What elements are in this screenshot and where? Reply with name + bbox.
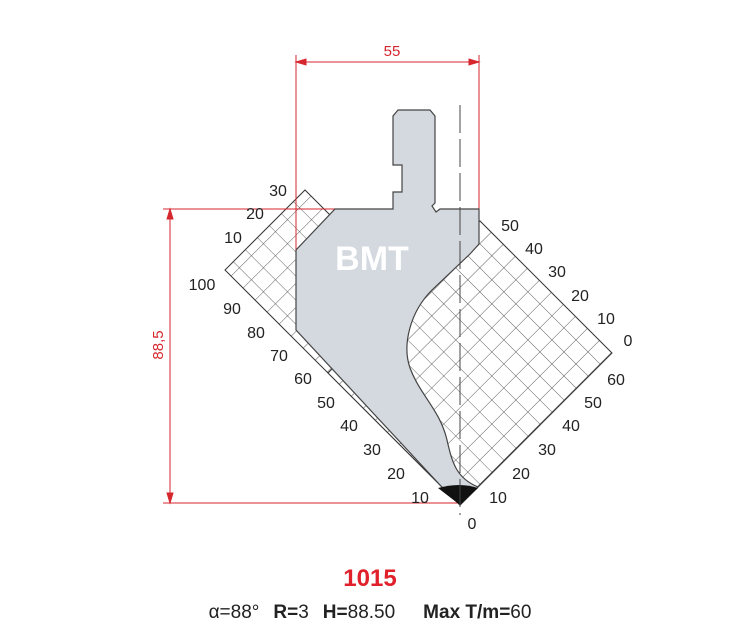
radius-value: 3 xyxy=(298,602,309,623)
scale-label: 0 xyxy=(624,333,633,350)
max-load-label: Max T/m= xyxy=(423,602,511,623)
max-load-value: 60 xyxy=(510,602,532,623)
height-label: 88,5 xyxy=(150,330,167,359)
tool-code: 1015 xyxy=(343,565,397,592)
scale-label: 40 xyxy=(525,241,543,258)
right-grid-side-scale: 0 10 20 30 40 50 60 xyxy=(468,372,625,533)
scale-label: 30 xyxy=(538,442,556,459)
scale-label: 20 xyxy=(387,466,405,483)
scale-label: 70 xyxy=(270,348,288,365)
tool-specs: α=88° R=3 H=88.50 Max T/m=60 xyxy=(0,602,740,624)
scale-label: 100 xyxy=(189,277,216,294)
brand-label: BMT xyxy=(335,240,409,278)
scale-label: 10 xyxy=(411,490,429,507)
scale-label: 60 xyxy=(607,372,625,389)
scale-label: 40 xyxy=(562,418,580,435)
scale-label: 50 xyxy=(317,395,335,412)
punch-tool-body xyxy=(295,109,480,506)
height-spec-label: H= xyxy=(322,602,348,623)
height-dimension xyxy=(163,207,460,505)
scale-label: 60 xyxy=(294,371,312,388)
scale-label: 10 xyxy=(597,311,615,328)
left-grid-top-scale: 10 20 30 xyxy=(224,183,287,247)
angle-value: 88° xyxy=(230,602,260,623)
right-grid-top-scale: 0 10 20 30 40 50 xyxy=(501,218,632,350)
scale-label: 30 xyxy=(363,442,381,459)
scale-label: 50 xyxy=(501,218,519,235)
scale-label: 20 xyxy=(571,288,589,305)
width-label: 55 xyxy=(384,43,401,60)
scale-label: 30 xyxy=(269,183,287,200)
scale-label: 10 xyxy=(224,230,242,247)
scale-label: 0 xyxy=(468,516,477,533)
angle-label: α= xyxy=(208,602,231,623)
tool-tip xyxy=(438,485,478,505)
scale-label: 40 xyxy=(340,418,358,435)
height-spec-value: 88.50 xyxy=(347,602,396,623)
scale-label: 30 xyxy=(548,264,566,281)
scale-label: 20 xyxy=(512,466,530,483)
scale-label: 20 xyxy=(246,206,264,223)
scale-label: 80 xyxy=(247,325,265,342)
radius-label: R= xyxy=(273,602,299,623)
scale-label: 50 xyxy=(584,395,602,412)
left-grid-side-scale: 10 20 30 40 50 60 70 80 90 100 xyxy=(189,277,429,507)
scale-label: 10 xyxy=(489,490,507,507)
scale-label: 90 xyxy=(223,301,241,318)
